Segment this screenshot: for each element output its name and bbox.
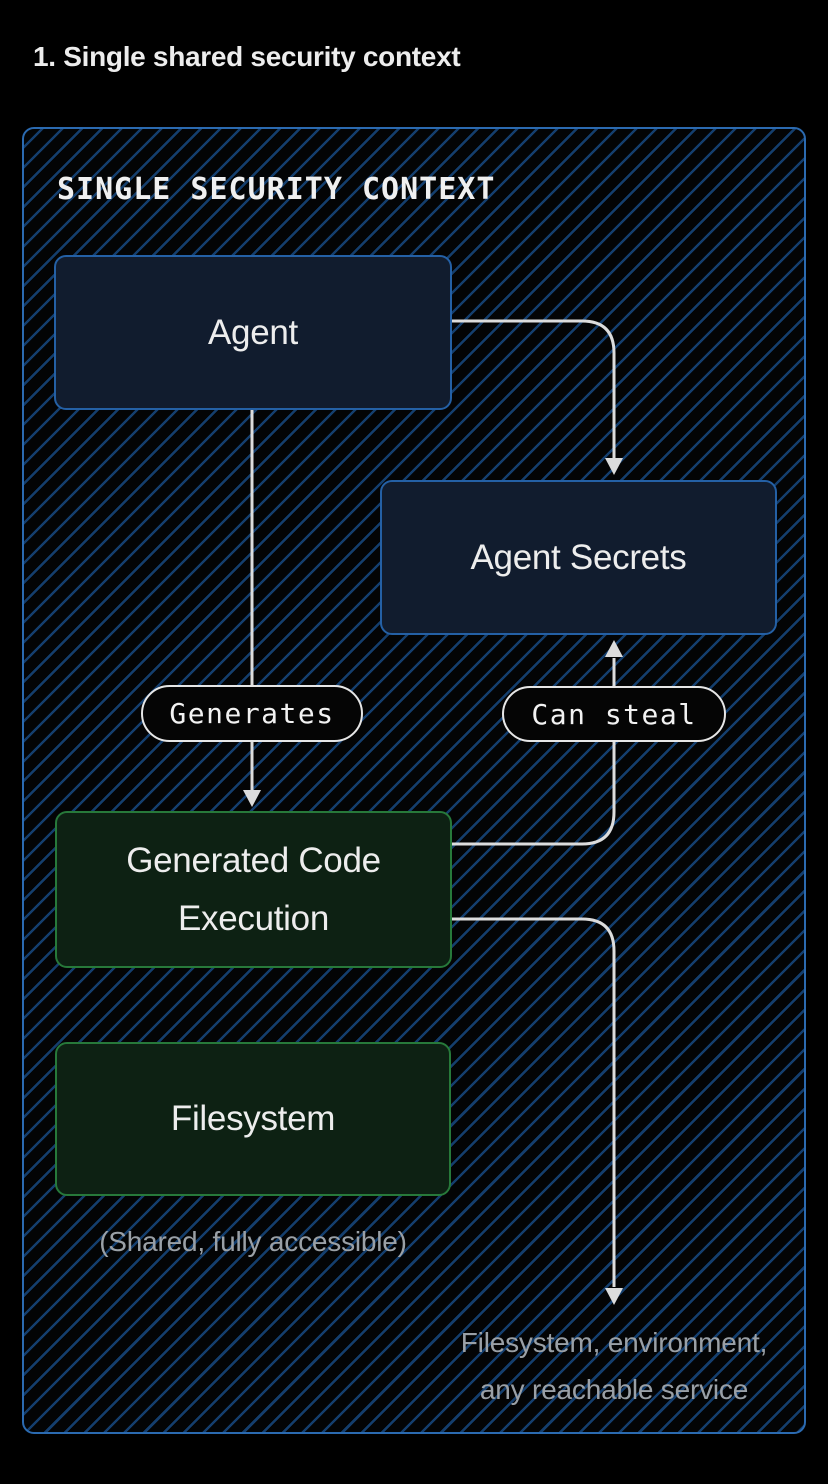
context-label: SINGLE SECURITY CONTEXT — [57, 172, 496, 207]
can-steal-label: Can steal — [531, 697, 697, 731]
arrowhead-up-secrets — [605, 640, 623, 657]
edge-generated-code-to-services — [452, 917, 616, 1287]
node-agent: Agent — [54, 255, 452, 410]
reachable-services-note: Filesystem, environment, any reachable s… — [422, 1319, 804, 1413]
node-filesystem-label: Filesystem — [170, 1099, 336, 1138]
edge-label-generates: Generates — [141, 685, 363, 742]
edge-generated-code-to-secrets — [452, 658, 616, 846]
node-generated-code-label-line2: Execution — [177, 898, 329, 938]
arrowhead-down-generated-code — [243, 790, 261, 807]
edge-label-can-steal: Can steal — [502, 686, 726, 742]
arrowhead-down-services — [605, 1288, 623, 1305]
arrowhead-down-secrets — [605, 458, 623, 475]
node-agent-secrets: Agent Secrets — [380, 480, 777, 635]
node-generated-code-label-line1: Generated Code — [126, 840, 381, 880]
node-filesystem: Filesystem — [55, 1042, 451, 1196]
node-agent-label: Agent — [208, 312, 298, 352]
generates-label: Generates — [169, 697, 335, 730]
filesystem-shared-note: (Shared, fully accessible) — [99, 1226, 407, 1257]
node-generated-code-execution: Generated Code Execution — [55, 811, 452, 968]
edge-agent-to-secrets — [452, 319, 616, 458]
security-context-container: SINGLE SECURITY CONTEXT Agent Agent Secr… — [22, 127, 806, 1434]
page-title: 1. Single shared security context — [33, 41, 461, 72]
reachable-services-note-line2: any reachable service — [479, 1374, 749, 1405]
reachable-services-note-line1: Filesystem, environment, — [460, 1327, 768, 1358]
node-agent-secrets-label: Agent Secrets — [470, 537, 687, 577]
